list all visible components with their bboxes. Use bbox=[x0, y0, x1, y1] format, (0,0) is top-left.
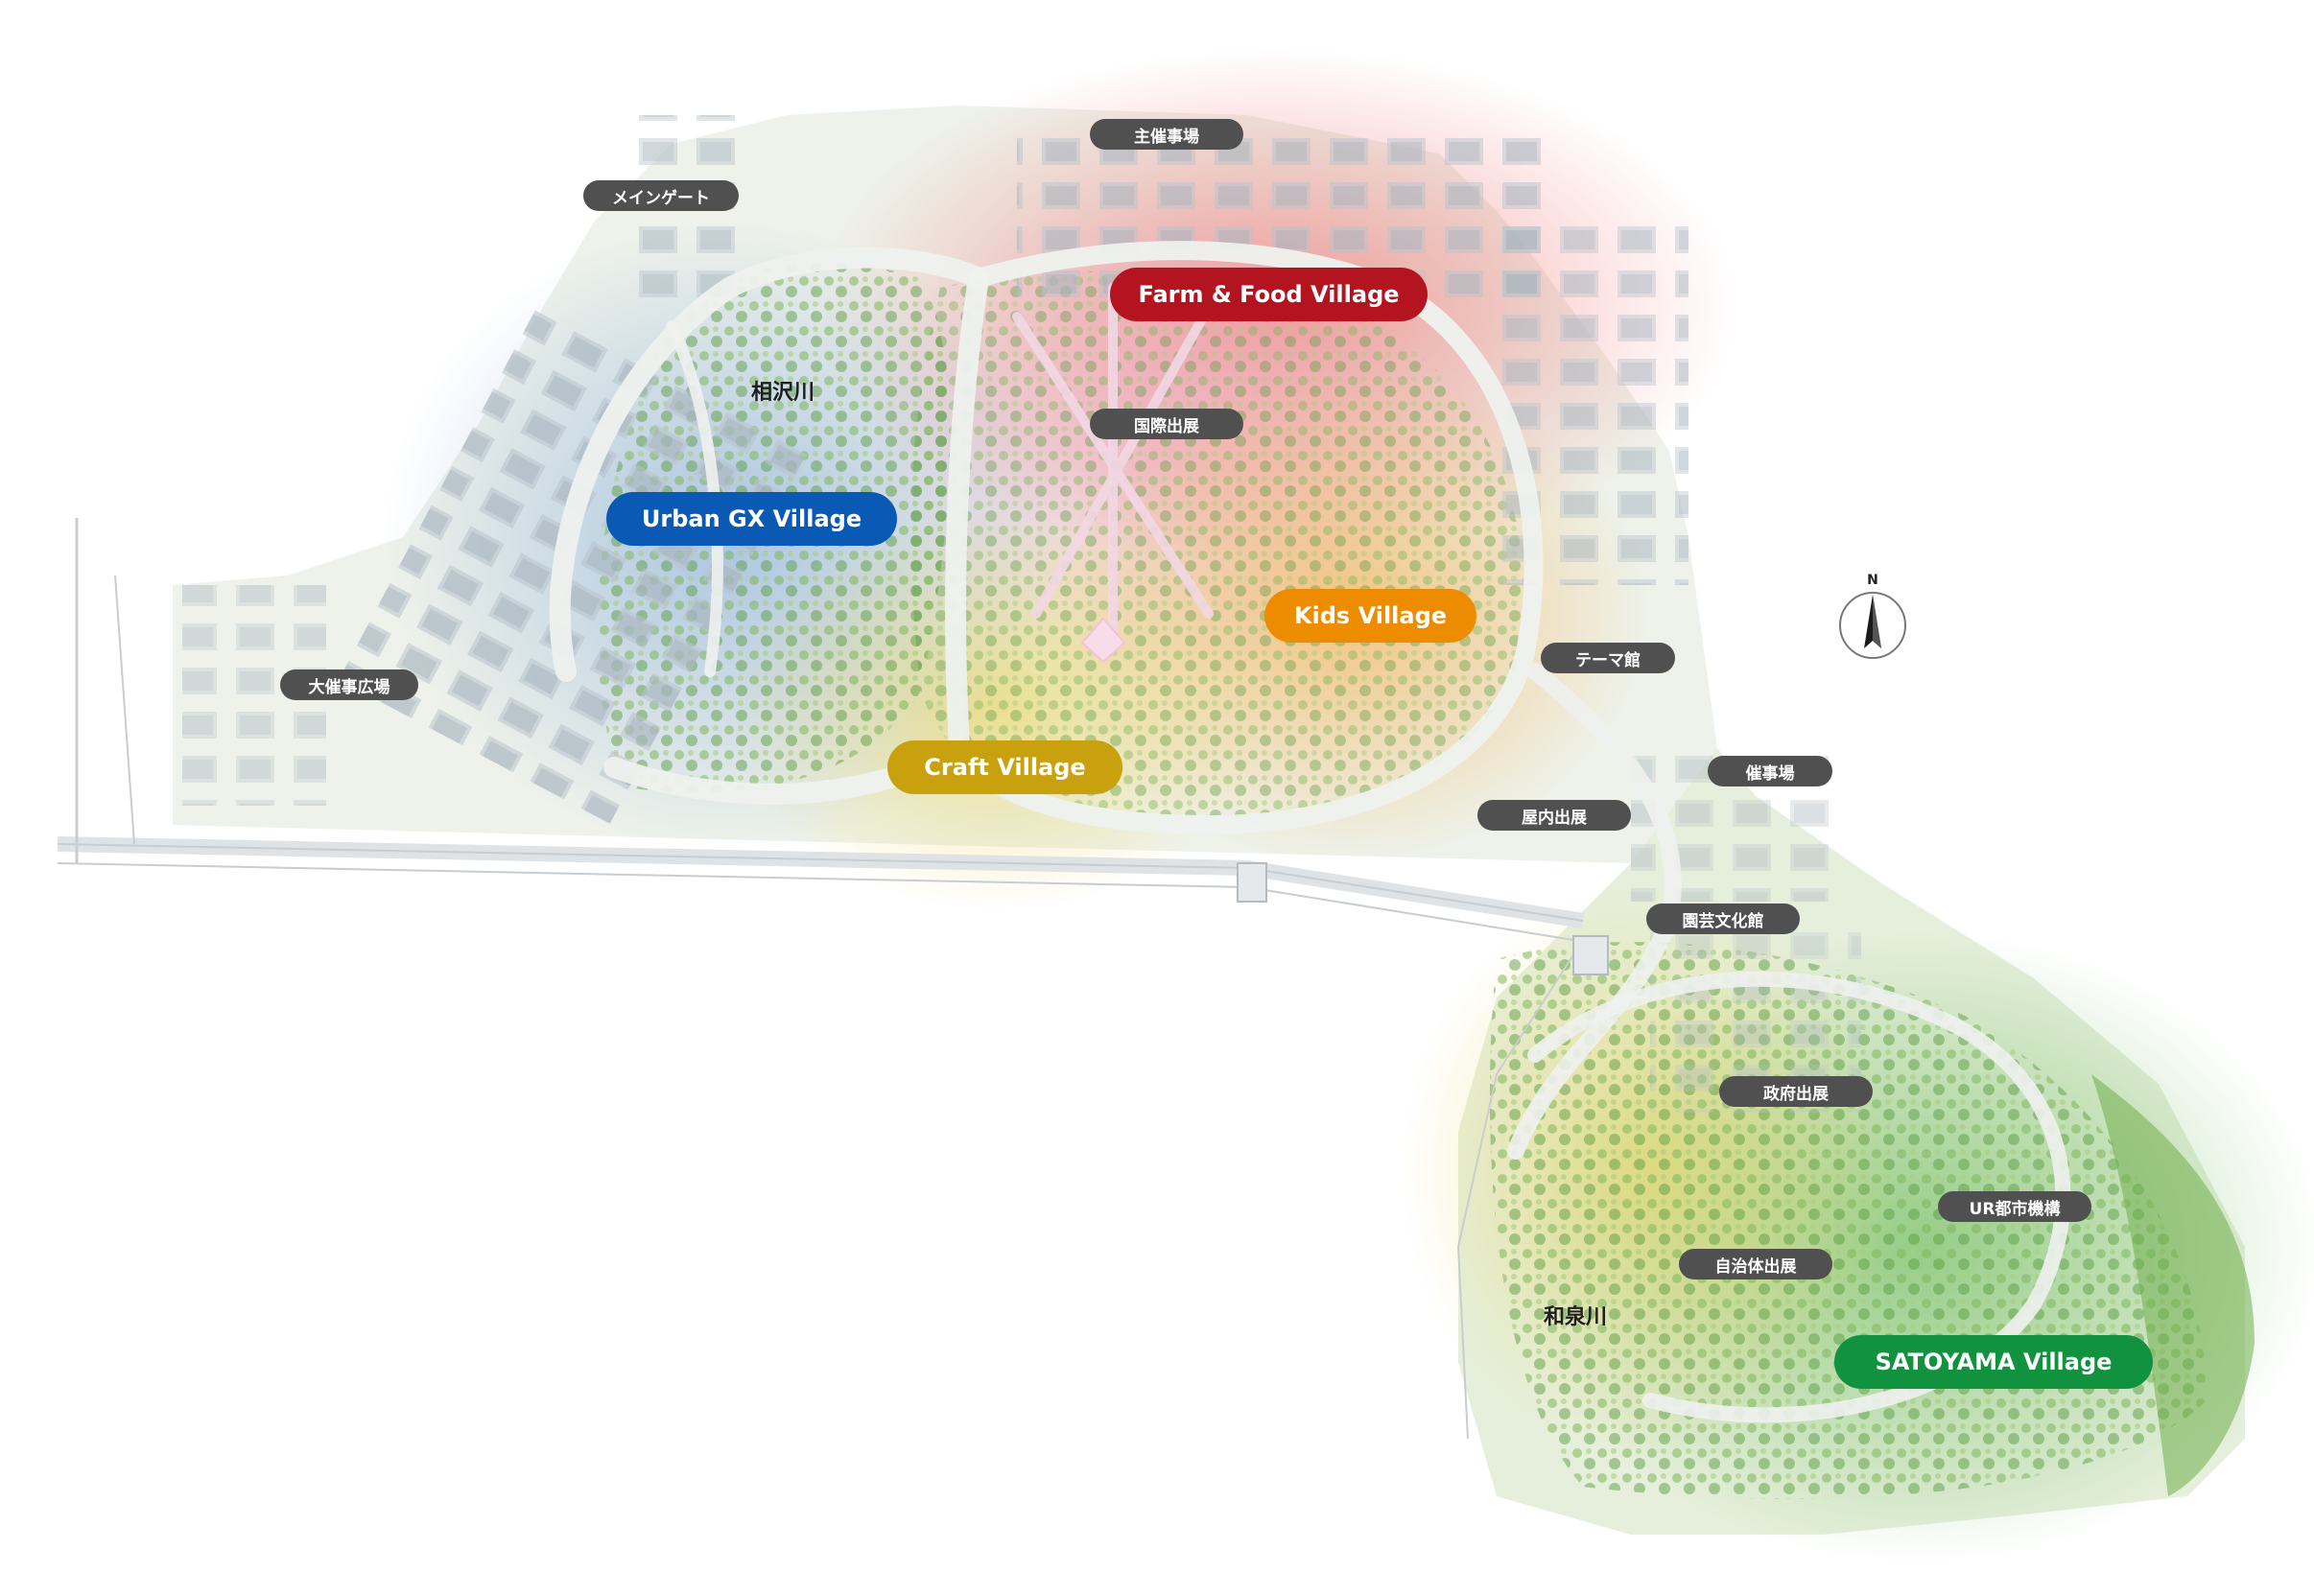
facility-horticulture-hall[interactable]: 園芸文化館 bbox=[1646, 904, 1800, 934]
compass-north-label: N bbox=[1867, 573, 1878, 588]
river-izumi: 和泉川 bbox=[1543, 1305, 1607, 1329]
facility-international[interactable]: 国際出展 bbox=[1090, 409, 1243, 439]
facility-government[interactable]: 政府出展 bbox=[1719, 1076, 1873, 1107]
north-arrow-shade bbox=[1873, 595, 1881, 648]
river-aizawa: 相沢川 bbox=[750, 381, 815, 405]
facility-indoor-exhibit[interactable]: 屋内出展 bbox=[1477, 800, 1631, 831]
roads bbox=[57, 518, 1609, 1440]
greenery bbox=[597, 263, 2255, 1499]
village-craft[interactable]: Craft Village bbox=[887, 740, 1122, 794]
village-urban-gx[interactable]: Urban GX Village bbox=[606, 492, 897, 546]
village-kids[interactable]: Kids Village bbox=[1264, 589, 1476, 643]
central-plaza bbox=[1080, 617, 1126, 664]
village-farm-food[interactable]: Farm & Food Village bbox=[1110, 268, 1428, 321]
facility-municipal[interactable]: 自治体出展 bbox=[1679, 1249, 1832, 1279]
facility-event-venue[interactable]: 催事場 bbox=[1708, 756, 1832, 786]
facility-theme-pavilion[interactable]: テーマ館 bbox=[1541, 643, 1675, 673]
village-satoyama[interactable]: SATOYAMA Village bbox=[1834, 1335, 2153, 1389]
facility-organizer-events[interactable]: 主催事場 bbox=[1090, 119, 1243, 150]
facility-ur-agency[interactable]: UR都市機構 bbox=[1938, 1191, 2091, 1222]
facility-main-gate[interactable]: メインゲート bbox=[583, 180, 739, 211]
compass: N bbox=[1839, 573, 1906, 659]
facility-large-event-plaza[interactable]: 大催事広場 bbox=[280, 669, 418, 700]
